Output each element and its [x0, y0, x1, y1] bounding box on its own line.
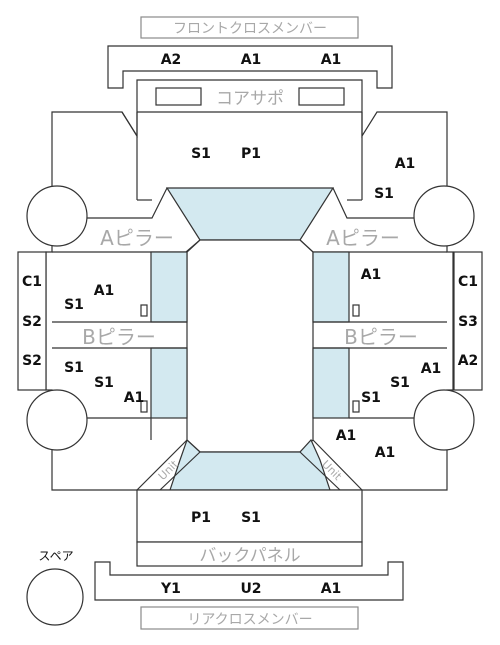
rear-cross-member-label: リアクロスメンバー: [187, 612, 312, 628]
a-pillar-left-label: Aピラー: [100, 226, 174, 250]
right-panel-1-code: C1: [458, 274, 478, 290]
rear-fender-right-2-code: A1: [375, 445, 396, 461]
left-front-door-handle[interactable]: [140, 304, 148, 317]
rear-left-diag-outer: [136, 439, 188, 491]
front-right-wheel[interactable]: [413, 185, 475, 247]
a-pillar-right-label: Aピラー: [326, 226, 400, 250]
back-panel-label: バックパネル: [199, 546, 300, 566]
spare-label: スペア: [38, 549, 73, 563]
rear-door-left-1-code: S1: [64, 360, 84, 376]
front-fender-right-bottom-code: S1: [374, 186, 394, 202]
trunk-lid[interactable]: [136, 489, 363, 543]
rear-fender-right-1-code: A1: [336, 428, 357, 444]
rear-left-wheel[interactable]: [26, 389, 88, 451]
right-panel-2-code: S3: [458, 314, 478, 330]
rear-left-diag-inner: [159, 451, 201, 491]
rear-cross-right-code: A1: [321, 581, 342, 597]
cabin-opening: [186, 239, 314, 453]
rear-right-diag-outer: [312, 439, 363, 491]
hood-right-code: P1: [241, 146, 261, 162]
left-fender-notch: [121, 111, 138, 137]
right-front-door-handle[interactable]: [352, 304, 360, 317]
right-headlight-box[interactable]: [298, 87, 345, 106]
front-door-left-bottom-code: S1: [64, 297, 84, 313]
front-left-wheel[interactable]: [26, 185, 88, 247]
rear-right-diag-inner: [299, 451, 341, 491]
rear-right-window[interactable]: [312, 347, 350, 419]
back-panel[interactable]: [136, 541, 363, 567]
rear-right-wheel[interactable]: [413, 389, 475, 451]
right-rear-door-handle[interactable]: [352, 400, 360, 413]
front-right-window[interactable]: [312, 251, 350, 323]
b-pillar-right-label: Bピラー: [344, 325, 418, 349]
front-fender-right-top-code: A1: [395, 156, 416, 172]
front-left-window[interactable]: [150, 251, 188, 323]
right-panel-3-code: A2: [458, 353, 479, 369]
left-side-panel[interactable]: [17, 251, 47, 391]
rear-door-right-2-code: S1: [390, 375, 410, 391]
b-pillar-left-label: Bピラー: [82, 325, 156, 349]
left-panel-2-code: S2: [22, 314, 42, 330]
right-side-panel[interactable]: [453, 251, 483, 391]
rear-door-right-1-code: A1: [421, 361, 442, 377]
left-headlight-box[interactable]: [155, 87, 202, 106]
rear-door-right-3-code: S1: [361, 390, 381, 406]
front-cross-member-label-box: [140, 16, 359, 39]
front-cross-member-label: フロントクロスメンバー: [173, 21, 327, 37]
rear-cross-member[interactable]: [94, 561, 404, 601]
front-cross-member[interactable]: [107, 45, 393, 89]
front-door-left-top-code: A1: [94, 283, 115, 299]
rear-door-left-2-code: S1: [94, 375, 114, 391]
left-rear-door-handle[interactable]: [140, 400, 148, 413]
rear-cross-center-code: U2: [240, 581, 261, 597]
left-panel-3-code: S2: [22, 353, 42, 369]
trunk-left-code: P1: [191, 510, 211, 526]
front-cross-left-code: A2: [161, 52, 182, 68]
hood-left-code: S1: [191, 146, 211, 162]
rear-left-window[interactable]: [150, 347, 188, 419]
front-door-right-code: A1: [361, 267, 382, 283]
rear-door-left-3-code: A1: [124, 390, 145, 406]
spare-tire[interactable]: [26, 568, 84, 626]
front-cross-center-code: A1: [241, 52, 262, 68]
left-panel-1-code: C1: [22, 274, 42, 290]
core-support-label: コアサポ: [216, 89, 284, 109]
front-cross-right-code: A1: [321, 52, 342, 68]
trunk-right-code: S1: [241, 510, 261, 526]
rear-cross-left-code: Y1: [160, 581, 181, 597]
rear-cross-member-label-box: [140, 606, 359, 630]
